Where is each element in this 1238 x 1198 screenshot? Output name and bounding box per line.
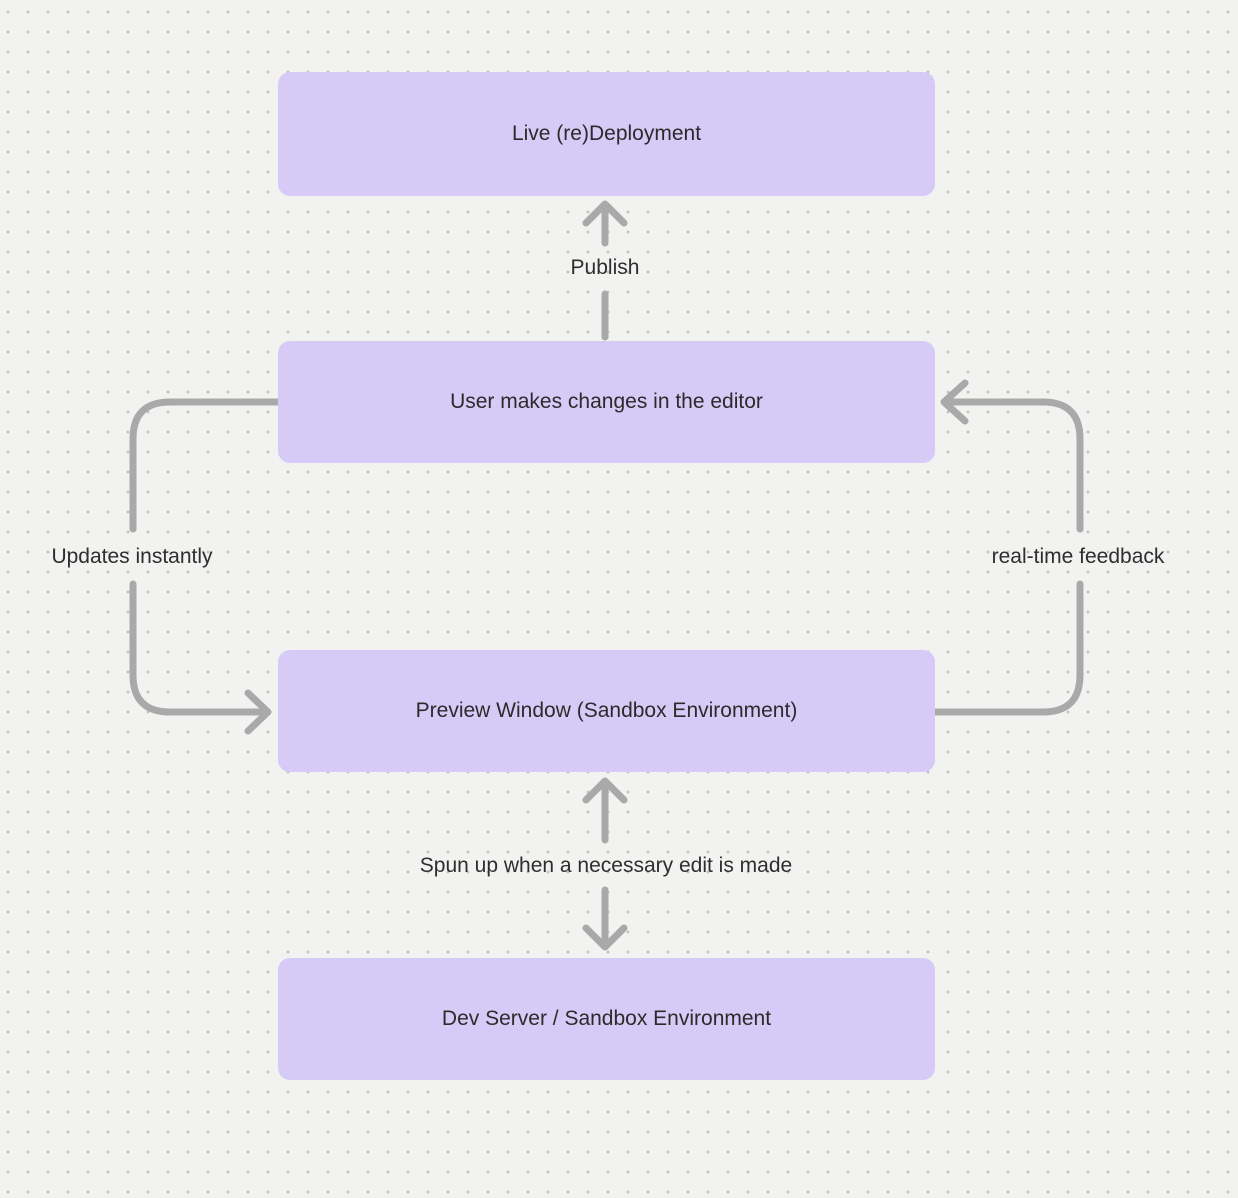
realtime-feedback-arrow (931, 379, 1084, 716)
edge-label-realtime-feedback: real-time feedback (991, 545, 1165, 568)
edge-label-updates-instantly: Updates instantly (51, 545, 213, 568)
node-live-deployment: Live (re)Deployment (278, 72, 935, 196)
node-dev-server: Dev Server / Sandbox Environment (278, 958, 935, 1080)
edge-label-spun-up: Spun up when a necessary edit is made (419, 854, 793, 877)
arrowhead-right-icon (244, 689, 272, 735)
publish-arrow (582, 200, 628, 341)
node-live-deployment-label: Live (re)Deployment (511, 122, 702, 145)
updates-instantly-arrow (129, 398, 282, 735)
node-editor: User makes changes in the editor (278, 341, 935, 463)
arrowhead-left-icon (940, 379, 969, 425)
edge-label-publish: Publish (570, 256, 640, 279)
node-preview-window-label: Preview Window (Sandbox Environment) (415, 699, 798, 722)
node-preview-window: Preview Window (Sandbox Environment) (278, 650, 935, 772)
arrowhead-up-icon (582, 200, 628, 227)
node-dev-server-label: Dev Server / Sandbox Environment (441, 1007, 772, 1030)
arrowhead-up-icon (582, 777, 628, 804)
arrowhead-down-icon (582, 924, 628, 951)
spun-up-arrow (582, 777, 628, 951)
node-editor-label: User makes changes in the editor (450, 390, 763, 413)
